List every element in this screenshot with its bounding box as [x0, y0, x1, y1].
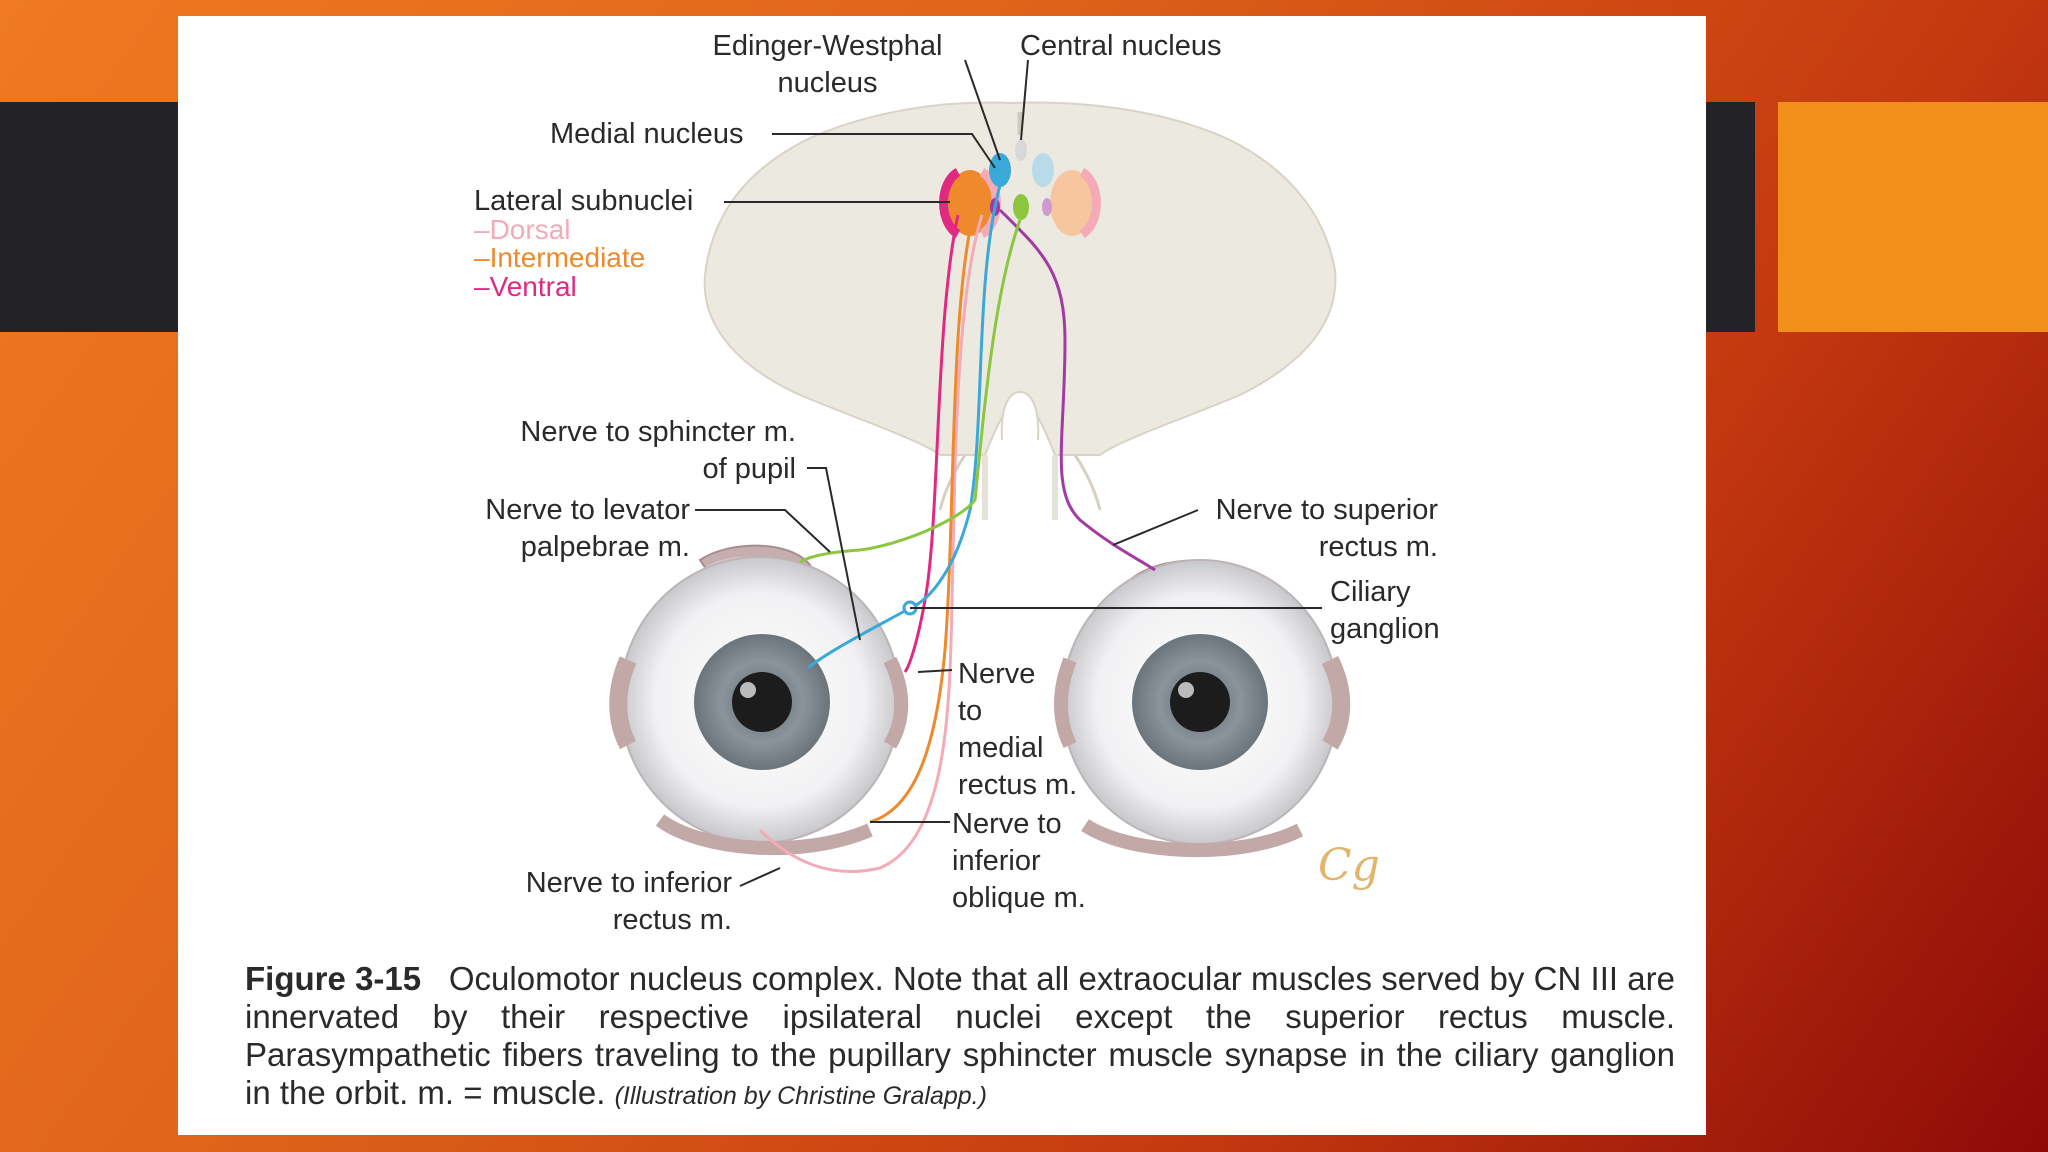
left-eye: [609, 544, 909, 856]
midbrain-stem: [982, 455, 1058, 520]
nerve-levator-palpebrae: [799, 219, 1022, 564]
illustrator-signature: Cg: [1318, 840, 1380, 891]
peduncle-shading: [938, 454, 1102, 511]
label-nerve-levator: Nerve to levator palpebrae m.: [485, 494, 690, 563]
label-nerve-superior-rectus: Nerve to superior rectus m.: [1215, 494, 1438, 563]
label-lateral-subnuclei: Lateral subnuclei: [474, 185, 694, 217]
caption-credit: (Illustration by Christine Gralapp.): [614, 1082, 987, 1110]
label-ventral: –Ventral: [474, 271, 577, 302]
edinger-westphal-nucleus: [1013, 194, 1029, 220]
label-nerve-inferior-rectus: Nerve to inferior rectus m.: [525, 867, 732, 936]
nerve-inferior-rectus: [758, 214, 984, 873]
interpeduncular-fossa: [1000, 390, 1040, 441]
figure-number: Figure 3-15: [245, 960, 422, 997]
right-eye: [1054, 559, 1351, 858]
medial-nucleus-left: [989, 153, 1011, 187]
label-edinger-westphal: Edinger-Westphal nucleus: [712, 30, 943, 99]
label-nerve-medial-rectus: Nerve to medial rectus m.: [958, 658, 1078, 801]
label-dorsal: –Dorsal: [474, 214, 571, 245]
caption-text: Oculomotor nucleus complex. Note that al…: [245, 960, 1675, 1111]
figure-caption: Figure 3-15 Oculomotor nucleus complex. …: [245, 960, 1675, 1115]
label-medial-nucleus: Medial nucleus: [550, 118, 744, 150]
lateral-subnuclei-right: [1050, 170, 1094, 236]
central-nucleus: [1015, 139, 1027, 161]
label-nerve-sphincter: Nerve to sphincter m. of pupil: [520, 416, 796, 485]
nerve-inferior-oblique: [869, 219, 974, 824]
nerve-sphincter-pupil: [807, 184, 1002, 670]
medial-nucleus-right: [1032, 153, 1054, 187]
leader-lines: [695, 59, 1322, 887]
nerve-medial-rectus: [903, 214, 960, 673]
label-central-nucleus: Central nucleus: [1020, 30, 1222, 62]
label-intermediate: –Intermediate: [474, 242, 646, 273]
label-ciliary-ganglion: Ciliary ganglion: [1330, 576, 1440, 645]
label-nerve-inferior-oblique: Nerve to inferior oblique m.: [952, 808, 1086, 914]
orange-accent-block: [1778, 102, 2048, 332]
